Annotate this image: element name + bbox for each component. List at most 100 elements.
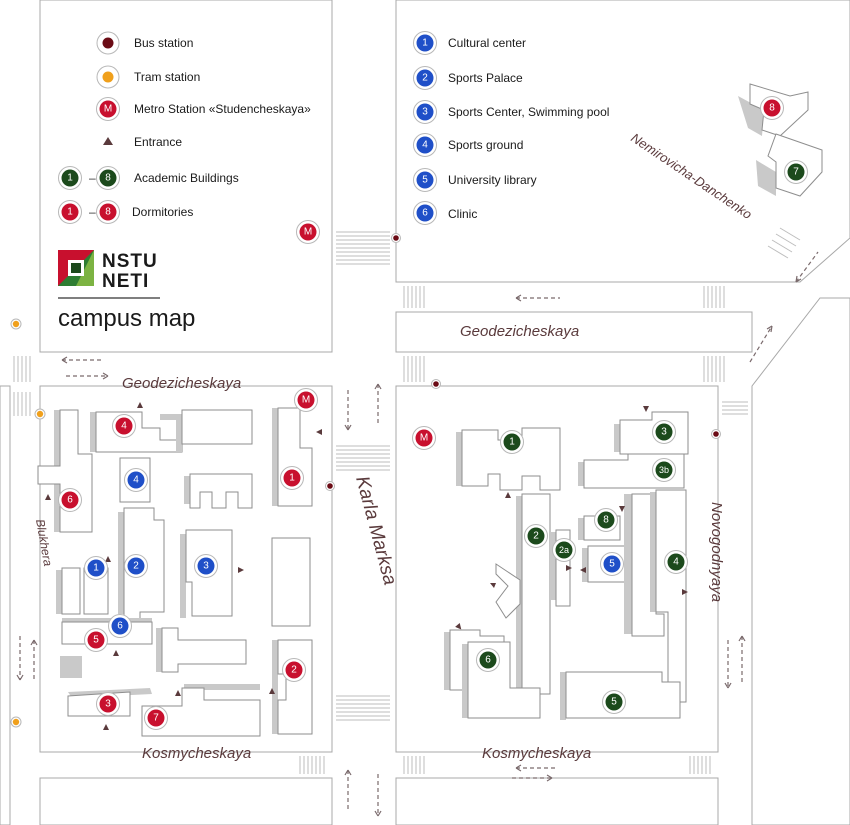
street-kosmy-left: Kosmycheskaya: [142, 745, 251, 762]
svg-text:M: M: [304, 227, 312, 238]
bus-stops: [325, 233, 721, 491]
legend-cultural-center: 1 Cultural center: [413, 31, 526, 55]
svg-text:7: 7: [793, 167, 799, 178]
svg-text:7: 7: [153, 713, 159, 724]
svg-text:1: 1: [289, 473, 295, 484]
facility-marker-6[interactable]: 6: [108, 614, 132, 638]
svg-text:Metro Station «Studencheskaya»: Metro Station «Studencheskaya»: [134, 102, 311, 116]
legend-clinic: 6 Clinic: [413, 201, 477, 225]
street-novogod: Novogodnyaya: [708, 502, 725, 602]
svg-text:1: 1: [67, 207, 73, 218]
nstu-logo: NSTU NETI campus map: [58, 250, 195, 332]
facility-marker-1[interactable]: 1: [84, 556, 108, 580]
svg-text:6: 6: [67, 495, 73, 506]
legend-sports-center: 3 Sports Center, Swimming pool: [413, 100, 609, 124]
svg-text:1: 1: [67, 173, 73, 184]
svg-text:8: 8: [769, 103, 775, 114]
svg-text:1: 1: [93, 563, 99, 574]
svg-text:3: 3: [203, 561, 209, 572]
svg-text:2: 2: [533, 531, 539, 542]
dormitory-icon: [61, 203, 79, 221]
svg-text:1: 1: [422, 38, 428, 49]
legend-bus-station: Bus station: [96, 31, 193, 55]
svg-text:5: 5: [422, 175, 428, 186]
legend-left: Bus station Tram station M Metro Station…: [58, 31, 311, 224]
svg-text:4: 4: [673, 557, 679, 568]
facility-markers: 1 2 3 4 5 6: [84, 468, 624, 638]
logo-subtitle: campus map: [58, 305, 195, 332]
svg-text:–: –: [89, 205, 96, 219]
academic-marker-6[interactable]: 6: [476, 648, 500, 672]
dormitory-marker-6[interactable]: 6: [58, 488, 82, 512]
metro-markers: M M M: [294, 220, 436, 450]
svg-text:Dormitories: Dormitories: [132, 205, 193, 219]
svg-text:5: 5: [609, 559, 615, 570]
academic-marker-4[interactable]: 4: [664, 550, 688, 574]
block-geodez-strip: [395, 311, 753, 353]
metro-marker[interactable]: M: [296, 220, 320, 244]
svg-text:2a: 2a: [559, 545, 569, 555]
street-geodez-top: Geodezicheskaya: [460, 323, 579, 340]
metro-marker[interactable]: M: [412, 426, 436, 450]
traffic-arrows: [16, 251, 819, 817]
entrance-markers: [45, 402, 688, 730]
dormitory-marker-5[interactable]: 5: [84, 628, 108, 652]
svg-text:M: M: [302, 395, 310, 406]
svg-text:Sports Center, Swimming pool: Sports Center, Swimming pool: [448, 105, 609, 119]
legend-sports-palace: 2 Sports Palace: [413, 66, 523, 90]
svg-text:6: 6: [117, 621, 123, 632]
legend-academic-buildings: 1 – 8 Academic Buildings: [58, 166, 239, 190]
svg-text:4: 4: [422, 140, 428, 151]
svg-text:Tram station: Tram station: [134, 70, 200, 84]
svg-text:Sports ground: Sports ground: [448, 138, 523, 152]
academic-marker-3[interactable]: 3: [652, 420, 676, 444]
svg-text:6: 6: [485, 655, 491, 666]
academic-marker-2[interactable]: 2: [524, 524, 548, 548]
facility-marker-5[interactable]: 5: [600, 552, 624, 576]
block-far-left: [0, 385, 11, 825]
legend-right: 1 Cultural center 2 Sports Palace 3 Spor…: [413, 31, 609, 225]
svg-text:8: 8: [105, 173, 111, 184]
dormitory-marker-8[interactable]: 8: [760, 96, 784, 120]
academic-marker-1[interactable]: 1: [500, 430, 524, 454]
legend-metro-station: M Metro Station «Studencheskaya»: [96, 97, 311, 121]
svg-text:3b: 3b: [659, 465, 669, 475]
dormitory-marker-7[interactable]: 7: [144, 706, 168, 730]
facility-marker-2[interactable]: 2: [124, 554, 148, 578]
svg-text:8: 8: [603, 515, 609, 526]
zebra-crossings: [13, 227, 801, 774]
svg-text:3: 3: [661, 427, 667, 438]
metro-marker[interactable]: M: [294, 388, 318, 412]
academic-marker-7[interactable]: 7: [784, 160, 808, 184]
legend-tram-station: Tram station: [96, 65, 200, 89]
academic-marker-8[interactable]: 8: [594, 508, 618, 532]
facility-marker-4[interactable]: 4: [124, 468, 148, 492]
svg-text:2: 2: [133, 561, 139, 572]
academic-marker-5[interactable]: 5: [602, 690, 626, 714]
academic-marker-2a[interactable]: 2a: [552, 538, 576, 562]
tram-stops: [10, 318, 46, 728]
legend-dormitories: 1 – 8 Dormitories: [58, 200, 193, 224]
svg-text:Cultural center: Cultural center: [448, 36, 526, 50]
dormitory-marker-3[interactable]: 3: [96, 692, 120, 716]
logo-line-nstu: NSTU: [102, 251, 158, 272]
svg-text:3: 3: [422, 107, 428, 118]
block-bottom-right: [395, 777, 719, 825]
svg-text:2: 2: [422, 73, 428, 84]
street-karla-marksa: Karla Marksa: [351, 474, 400, 588]
svg-text:M: M: [104, 104, 112, 115]
block-bottom-left: [39, 777, 333, 825]
buildings-left-campus: [37, 407, 313, 737]
svg-text:Sports Palace: Sports Palace: [448, 71, 523, 85]
street-geodez-left: Geodezicheskaya: [122, 375, 241, 392]
dormitory-marker-1[interactable]: 1: [280, 466, 304, 490]
svg-text:Bus station: Bus station: [134, 36, 193, 50]
svg-text:–: –: [89, 171, 96, 185]
academic-marker-3b[interactable]: 3b: [652, 458, 676, 482]
svg-text:4: 4: [133, 475, 139, 486]
dormitory-marker-4[interactable]: 4: [112, 414, 136, 438]
academic-markers: 1 2 2a 3 3b 4 5 6 7 8: [476, 160, 808, 714]
facility-marker-3[interactable]: 3: [194, 554, 218, 578]
svg-text:4: 4: [121, 421, 127, 432]
dormitory-marker-2[interactable]: 2: [282, 658, 306, 682]
